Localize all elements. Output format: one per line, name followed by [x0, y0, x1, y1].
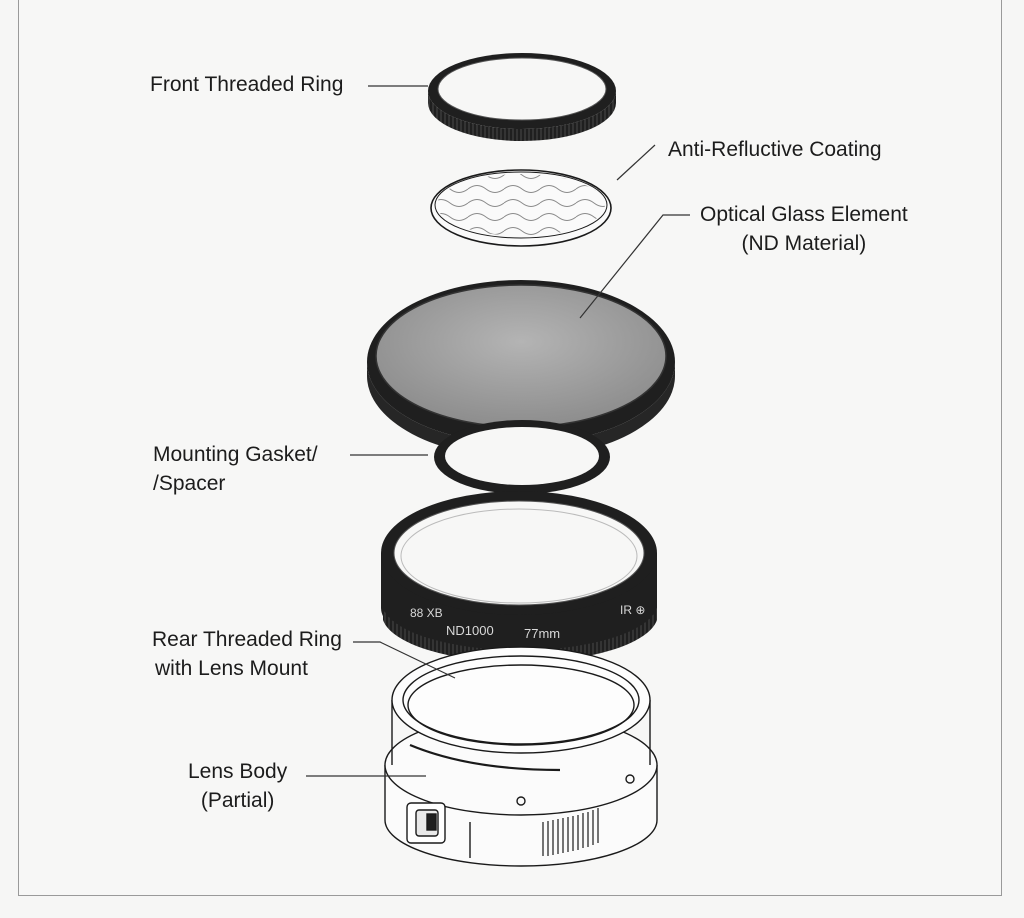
coating-disc [430, 169, 612, 247]
leader-glass [579, 214, 690, 319]
label-anti-reflective-coating: Anti-Refluctive Coating [668, 138, 882, 161]
ring-marking-brand: 88 XB [410, 606, 443, 620]
optical-glass-element [367, 280, 675, 458]
label-rear-threaded-ring: Rear Threaded Ring with Lens Mount [152, 628, 342, 680]
label-lens-body: Lens Body (Partial) [188, 760, 288, 812]
leader-rear-ring [353, 641, 456, 679]
leader-coating [616, 144, 656, 181]
lens-body [384, 646, 658, 867]
label-mounting-gasket: Mounting Gasket/ /Spacer [153, 443, 318, 495]
leader-lines [306, 85, 690, 777]
rear-threaded-ring: 88 XB ND1000 77mm IR ⊕ [381, 491, 657, 663]
ring-marking-side: IR ⊕ [620, 603, 645, 617]
ring-marking-size: 77mm [524, 626, 560, 641]
ring-marking-model: ND1000 [446, 623, 494, 638]
mounting-gasket [434, 420, 610, 494]
label-optical-glass-element: Optical Glass Element (ND Material) [700, 203, 908, 255]
label-front-threaded-ring: Front Threaded Ring [150, 73, 344, 96]
front-threaded-ring [428, 53, 616, 141]
